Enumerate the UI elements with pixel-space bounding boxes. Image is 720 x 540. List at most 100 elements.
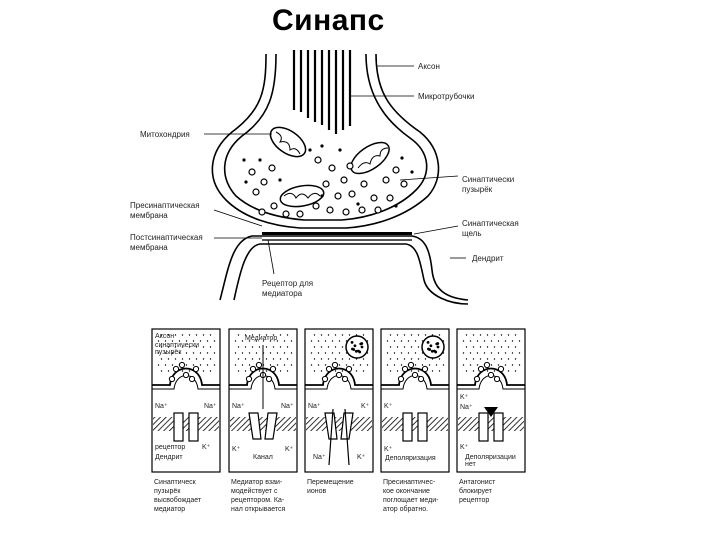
caption-line-4: медиатор — [154, 506, 185, 513]
postsynaptic-dendrite — [219, 235, 469, 305]
label-dendrite: Дендрит — [472, 254, 504, 263]
label-vesicle-1: синаптически — [155, 342, 199, 349]
presynaptic-membrane — [381, 367, 449, 386]
label-cleft-1: Синаптическая — [462, 219, 519, 228]
caption-line-4: атор обратно. — [383, 505, 428, 513]
microtubules — [292, 50, 352, 134]
caption-line-3: рецептор — [459, 497, 489, 504]
label-vesicle-2: пузырёк — [155, 349, 182, 356]
caption-line-2: кое окончание — [383, 488, 430, 495]
caption-line-4: нал открывается — [231, 506, 286, 513]
postsynaptic-membrane — [382, 417, 448, 431]
panel-frame — [456, 328, 526, 473]
label-mediator: Медиатор — [245, 335, 277, 342]
presynaptic-dots — [157, 334, 216, 372]
mitochondria — [269, 126, 390, 208]
label-k: K⁺ — [285, 446, 294, 453]
leader-lines — [204, 65, 466, 275]
label-k: K⁺ — [384, 446, 393, 453]
caption-line-1: Пресинаптичес- — [383, 479, 436, 486]
label-channel: Канал — [253, 454, 273, 461]
label-vesicle-1: Синаптически — [462, 175, 514, 184]
label-na: Na⁺ — [155, 403, 168, 410]
label-k: K⁺ — [232, 446, 241, 453]
label-k: K⁺ — [202, 444, 211, 451]
caption-line-1: Медиатор взаи- — [231, 479, 283, 486]
caption-line-3: рецептором. Ка- — [231, 497, 285, 504]
panel-labels: K⁺ K⁺ Деполяризация — [384, 403, 436, 462]
caption-line-2: модействует с — [231, 487, 278, 495]
label-k: K⁺ — [357, 454, 366, 461]
panel-vesicles — [321, 361, 353, 383]
receptor-row — [262, 232, 412, 241]
panel-vesicles — [245, 361, 277, 383]
panel-caption: Медиатор взаи-модействует с рецептором. К… — [231, 479, 286, 513]
label-axon: Аксон — [155, 333, 174, 340]
label-presyn-1: Пресинаптическая — [130, 201, 200, 210]
label-na: Na⁺ — [204, 403, 217, 410]
label-na: Na⁺ — [308, 403, 321, 410]
vesicle-dots — [242, 144, 414, 208]
caption-line-3: поглощает меди- — [383, 497, 439, 504]
postsynaptic-membrane — [153, 417, 219, 431]
ion-channel — [324, 412, 354, 440]
recycling-vesicle — [421, 335, 445, 359]
label-postsyn-1: Постсинаптическая — [130, 233, 203, 242]
label-na: Na⁺ — [281, 403, 294, 410]
ion-channel — [173, 412, 199, 442]
recycling-vesicle-dots — [426, 340, 440, 354]
label-postsyn-2: мембрана — [130, 243, 168, 252]
caption-line-1: Антагонист — [459, 479, 496, 486]
label-na: Na⁺ — [232, 403, 245, 410]
antagonist-blocker — [484, 407, 498, 417]
label-k: K⁺ — [361, 403, 370, 410]
label-k: K⁺ — [460, 444, 469, 451]
label-no-depolarization-1: Деполяризации — [465, 454, 516, 461]
label-presyn-2: мембрана — [130, 211, 168, 220]
ion-flow-arrow — [344, 408, 350, 466]
presynaptic-dots — [462, 334, 521, 372]
panel-5: K⁺Na⁺K⁺ДеполяризациинетАнтагонистблокиру… — [456, 328, 526, 504]
ion-channel — [248, 412, 278, 440]
ion-flow-arrow — [328, 408, 334, 466]
caption-line-2: блокирует — [459, 487, 493, 495]
recycling-vesicle-dots — [350, 340, 364, 354]
label-receptor-2: медиатора — [262, 289, 303, 298]
label-microtubules: Микротрубочки — [418, 92, 474, 101]
label-axon: Аксон — [418, 62, 440, 71]
panel-vesicles — [168, 361, 200, 383]
postsynaptic-membrane — [306, 417, 372, 431]
caption-line-3: высвобождает — [154, 496, 202, 504]
label-dendrite: Дендрит — [155, 454, 183, 461]
panel-vesicles — [473, 361, 505, 383]
label-depolarization: Деполяризация — [385, 455, 436, 462]
label-receptor: рецептор — [155, 444, 185, 451]
caption-line-2: ионов — [307, 488, 327, 495]
panel-caption: Пресинаптичес-кое окончание поглощает мед… — [383, 479, 439, 513]
label-mitochondria: Митохондрия — [140, 130, 190, 139]
presynaptic-terminal — [211, 53, 440, 229]
presynaptic-membrane — [305, 367, 373, 386]
label-k: K⁺ — [460, 394, 469, 401]
panel-vesicles — [397, 361, 429, 383]
postsynaptic-membrane — [230, 417, 296, 431]
synaptic-vesicles — [248, 156, 408, 218]
recycling-vesicle — [345, 335, 369, 359]
label-cleft-2: щель — [462, 229, 482, 238]
presynaptic-membrane — [152, 367, 220, 386]
label-na: Na⁺ — [460, 404, 473, 411]
caption-line-1: Синаптическ — [154, 479, 197, 486]
label-k: K⁺ — [384, 403, 393, 410]
presynaptic-dots — [310, 334, 369, 372]
presynaptic-membrane — [457, 367, 525, 386]
